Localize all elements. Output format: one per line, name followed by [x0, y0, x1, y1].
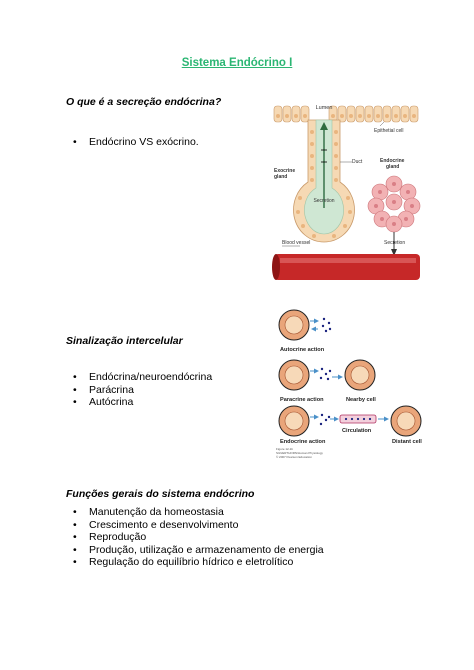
nearby-cell-label: Nearby cell — [346, 397, 376, 403]
bullet-list-functions: Manutenção da homeostasia Crescimento e … — [66, 506, 324, 569]
paracrine-label: Paracrine action — [280, 397, 324, 403]
distant-cell-label: Distant cell — [392, 439, 422, 445]
secretion-right-label: Secretion — [384, 240, 405, 246]
list-item: Crescimento e desenvolvimento — [66, 519, 324, 532]
list-item: Parácrina — [66, 384, 212, 397]
document-title: Sistema Endócrino I — [181, 57, 293, 69]
list-item: Regulação do equilíbrio hídrico e eletro… — [66, 556, 324, 569]
section-heading-functions: Funções gerais do sistema endócrino — [66, 488, 255, 500]
epithelial-cell-label: Epithetial cell — [374, 128, 403, 134]
list-item: Produção, utilização e armazenamento de … — [66, 544, 324, 557]
exocrine-endocrine-figure: Lumen Epithetial cell Duct Exocrine glan… — [272, 105, 421, 280]
paracrine-cell — [278, 359, 310, 391]
blood-vessel — [274, 254, 420, 280]
bullet-list-endocrine-exocrine: Endócrino VS exócrino. — [66, 136, 199, 149]
blood-vessel-label: Blood vessel — [282, 240, 310, 246]
exocrine-gland-label: Exocrine — [274, 168, 295, 174]
endocrine-cell — [278, 405, 310, 437]
cell-signaling-figure: Autocrine action Paracrine action Nearby… — [276, 309, 422, 459]
autocrine-label: Autocrine action — [280, 347, 325, 353]
list-item: Reprodução — [66, 531, 324, 544]
figure-caption-3: © 2007 Pearson Education — [276, 455, 312, 459]
figure-caption-2: SILVERTHORN/Human Physiology — [276, 451, 323, 455]
list-item: Autócrina — [66, 396, 212, 409]
lumen-label: Lumen — [316, 105, 333, 111]
endocrine-action-label: Endocrine action — [280, 439, 326, 445]
nearby-cell — [344, 359, 376, 391]
list-item: Endócrina/neuroendócrina — [66, 371, 212, 384]
exocrine-gland-label-line2: gland — [274, 174, 287, 180]
endocrine-gland-label-line2: gland — [386, 164, 399, 170]
distant-cell — [390, 405, 422, 437]
autocrine-cell — [278, 309, 310, 341]
list-item: Endócrino VS exócrino. — [66, 136, 199, 149]
duct-label: Duct — [352, 159, 363, 165]
secretion-left-label: Secretion — [313, 198, 334, 204]
endocrine-gland-label: Endocrine — [380, 158, 405, 164]
section-heading-signaling: Sinalização intercelular — [66, 335, 183, 347]
list-item: Manutenção da homeostasia — [66, 506, 324, 519]
bullet-list-signaling: Endócrina/neuroendócrina Parácrina Autóc… — [66, 371, 212, 409]
figure-caption-1: Figure 12-1b — [276, 447, 293, 451]
section-heading-endocrine-secretion: O que é a secreção endócrina? — [66, 96, 222, 108]
circulation-label: Circulation — [342, 428, 372, 434]
